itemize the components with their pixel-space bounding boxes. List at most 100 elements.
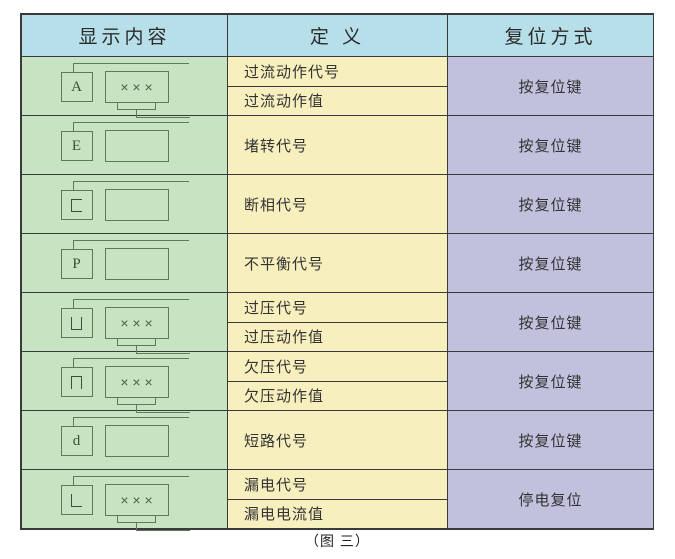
table-row: P 不平衡代号按复位键 (21, 233, 654, 293)
header-reset-method: 复位方式 (447, 14, 654, 57)
table-row: × × × 漏电代号停电复位 (21, 469, 654, 531)
reset-method-cell: 按复位键 (447, 56, 654, 116)
connector-line-up-horizontal (72, 417, 189, 418)
connector-line-up-horizontal (72, 476, 189, 477)
connector-line-up-vertical (72, 476, 74, 486)
reset-method-cell: 停电复位 (447, 469, 654, 529)
display-content-cell: × × × (21, 351, 228, 413)
display-glyph: d (37, 412, 213, 468)
code-letter-box: E (60, 131, 93, 161)
table-row: × × × 欠压代号按复位键 (21, 351, 654, 413)
connector-stub-left (116, 398, 118, 405)
display-value-box (104, 425, 169, 457)
reset-method-cell: 按复位键 (447, 174, 654, 234)
table-row: A × × × 过流动作代号按复位键 (21, 56, 654, 118)
connector-line-down-horizontal (135, 530, 190, 531)
header-row: 显示内容 定 义 复位方式 (21, 14, 654, 57)
figure-caption: （图 三） (305, 533, 370, 549)
definition-cell: 欠压代号 (227, 351, 448, 382)
connector-line-up-horizontal (72, 299, 189, 300)
reset-method-cell: 按复位键 (447, 351, 654, 411)
display-glyph: × × × (37, 471, 213, 531)
display-content-cell: P (21, 233, 228, 293)
display-value-box (104, 248, 169, 280)
code-letter-box (60, 190, 93, 220)
display-glyph: P (37, 235, 213, 291)
reset-method-cell: 按复位键 (447, 233, 654, 293)
code-letter-box (60, 308, 93, 338)
code-letter-box: A (60, 72, 93, 102)
definition-cell: 漏电代号 (227, 469, 448, 500)
definition-cell: 堵转代号 (227, 115, 448, 175)
connector-line-up-vertical (72, 181, 74, 191)
connector-line-up-horizontal (72, 240, 189, 241)
display-content-cell: × × × (21, 469, 228, 531)
connector-line-down-vertical (135, 109, 137, 118)
connector-line-up-vertical (72, 63, 74, 73)
value-digits-placeholder: × × × (120, 374, 153, 390)
connector-line-down-vertical (135, 522, 137, 531)
definition-cell: 过压代号 (227, 292, 448, 323)
connector-line-down-vertical (135, 345, 137, 354)
display-value-box: × × × (104, 366, 169, 398)
display-glyph: E (37, 117, 213, 173)
connector-stub-left (116, 103, 118, 110)
display-value-box (104, 189, 169, 221)
code-segment-shape-icon (71, 493, 82, 507)
connector-line-up-vertical (72, 299, 74, 309)
connector-line-down-horizontal (135, 412, 190, 413)
header-display-content: 显示内容 (21, 14, 228, 57)
connector-stub-right (154, 339, 156, 346)
definition-cell: 短路代号 (227, 410, 448, 470)
display-value-box: × × × (104, 484, 169, 516)
connector-line-up-horizontal (72, 122, 189, 123)
connector-stub-right (154, 398, 156, 405)
value-digits-placeholder: × × × (120, 79, 153, 95)
table-row: d 短路代号按复位键 (21, 410, 654, 470)
code-letter-box: P (60, 249, 93, 279)
code-segment-shape-icon (71, 316, 82, 330)
display-content-cell: × × × (21, 292, 228, 354)
table-row: 漏电电流值 (22, 498, 654, 529)
definition-cell: 欠压动作值 (227, 380, 448, 411)
definition-cell: 过压动作值 (227, 321, 448, 352)
definition-cell: 漏电电流值 (227, 498, 448, 529)
table-row: 过压动作值 (22, 321, 654, 352)
header-definition: 定 义 (227, 14, 448, 57)
value-digits-placeholder: × × × (120, 315, 153, 331)
definition-cell: 过流动作值 (227, 85, 448, 116)
display-glyph: A × × × (37, 58, 213, 118)
display-glyph: × × × (37, 294, 213, 354)
definition-cell: 不平衡代号 (227, 233, 448, 293)
connector-line-up-vertical (72, 240, 74, 250)
connector-line-up-horizontal (72, 181, 189, 182)
definition-cell: 断相代号 (227, 174, 448, 234)
code-segment-shape-icon (71, 198, 82, 212)
connector-line-down-horizontal (135, 353, 190, 354)
connector-stub-right (154, 103, 156, 110)
display-content-cell: A × × × (21, 56, 228, 118)
table-row: × × × 过压代号按复位键 (21, 292, 654, 354)
display-value-box: × × × (104, 307, 169, 339)
connector-line-up-vertical (72, 122, 74, 132)
value-digits-placeholder: × × × (120, 492, 153, 508)
display-content-cell: d (21, 410, 228, 470)
display-glyph (37, 176, 213, 232)
reset-method-cell: 按复位键 (447, 410, 654, 470)
definition-cell: 过流动作代号 (227, 56, 448, 87)
connector-line-up-vertical (72, 358, 74, 368)
connector-stub-left (116, 339, 118, 346)
connector-line-down-vertical (135, 404, 137, 413)
table-row: 断相代号按复位键 (21, 174, 654, 234)
code-letter-box: d (60, 426, 93, 456)
display-content-cell: E (21, 115, 228, 175)
code-letter-box (60, 367, 93, 397)
connector-line-up-horizontal (72, 358, 189, 359)
table-head: 显示内容 定 义 复位方式 (21, 14, 654, 57)
reset-method-cell: 按复位键 (447, 292, 654, 352)
code-letter-box (60, 485, 93, 515)
